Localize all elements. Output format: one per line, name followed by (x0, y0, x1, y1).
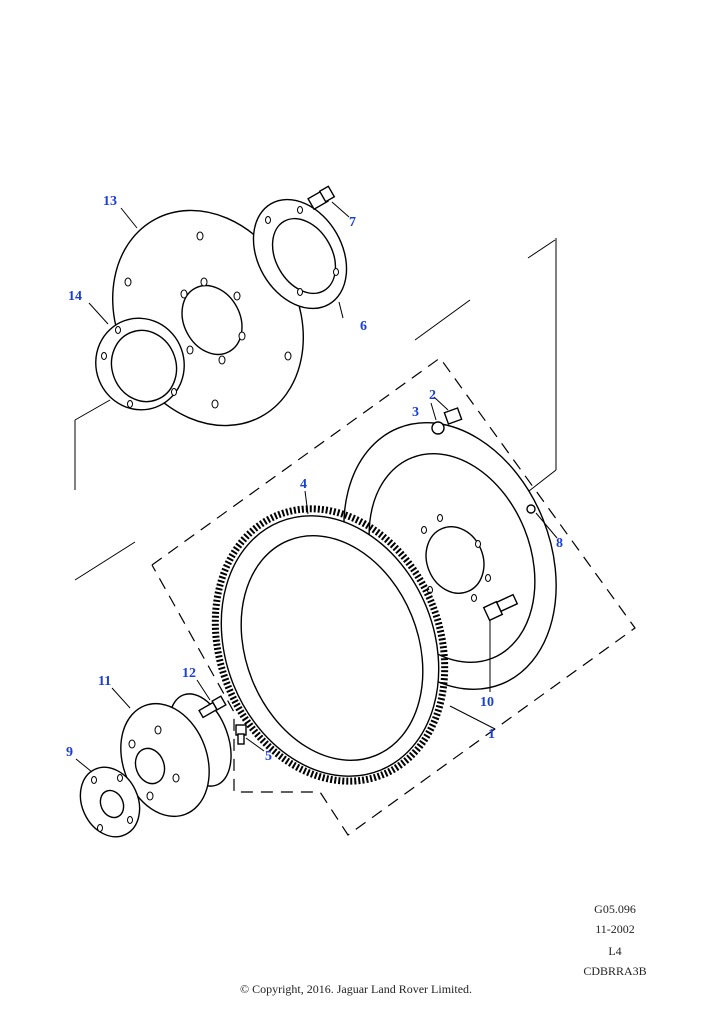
bolt-part-7[interactable] (307, 185, 336, 211)
callout-13[interactable]: 13 (103, 194, 117, 209)
illustration-variant: L4 (608, 944, 622, 958)
callout-11[interactable]: 11 (98, 674, 111, 689)
spacer-ring-part-14[interactable] (83, 306, 197, 423)
washer-part-3[interactable] (431, 421, 445, 435)
illustration-date: 11-2002 (595, 922, 635, 936)
illustration-ref: G05.096 (594, 902, 636, 916)
callout-1[interactable]: 1 (488, 727, 495, 742)
ring-gear-part-4[interactable] (176, 474, 485, 816)
callout-6[interactable]: 6 (360, 319, 367, 334)
spacer-plate-part-9[interactable] (69, 758, 150, 847)
callout-14[interactable]: 14 (68, 289, 82, 304)
callout-2[interactable]: 2 (429, 388, 436, 403)
dowel-part-8[interactable] (526, 504, 536, 514)
bolt-part-10[interactable] (482, 593, 519, 690)
callout-3[interactable]: 3 (412, 405, 419, 420)
callout-7[interactable]: 7 (349, 215, 356, 230)
reinforcement-plate-part-6[interactable] (235, 183, 366, 325)
assembly-boundary-dashed (151, 357, 636, 836)
bolt-part-5[interactable] (235, 724, 247, 745)
bolt-part-12[interactable] (198, 695, 227, 719)
callout-4[interactable]: 4 (300, 477, 307, 492)
adaptor-hub-part-11[interactable] (106, 685, 243, 829)
callout-5[interactable]: 5 (265, 749, 272, 764)
copyright-notice: © Copyright, 2016. Jaguar Land Rover Lim… (239, 982, 473, 996)
bolt-part-2[interactable] (443, 407, 463, 425)
group-bracket-lines (74, 238, 557, 581)
leader-lines (75, 201, 558, 773)
callout-9[interactable]: 9 (66, 745, 73, 760)
illustration-code: CDBRRA3B (583, 964, 647, 978)
callout-10[interactable]: 10 (480, 695, 494, 710)
callout-12[interactable]: 12 (182, 666, 196, 681)
callout-8[interactable]: 8 (556, 536, 563, 551)
